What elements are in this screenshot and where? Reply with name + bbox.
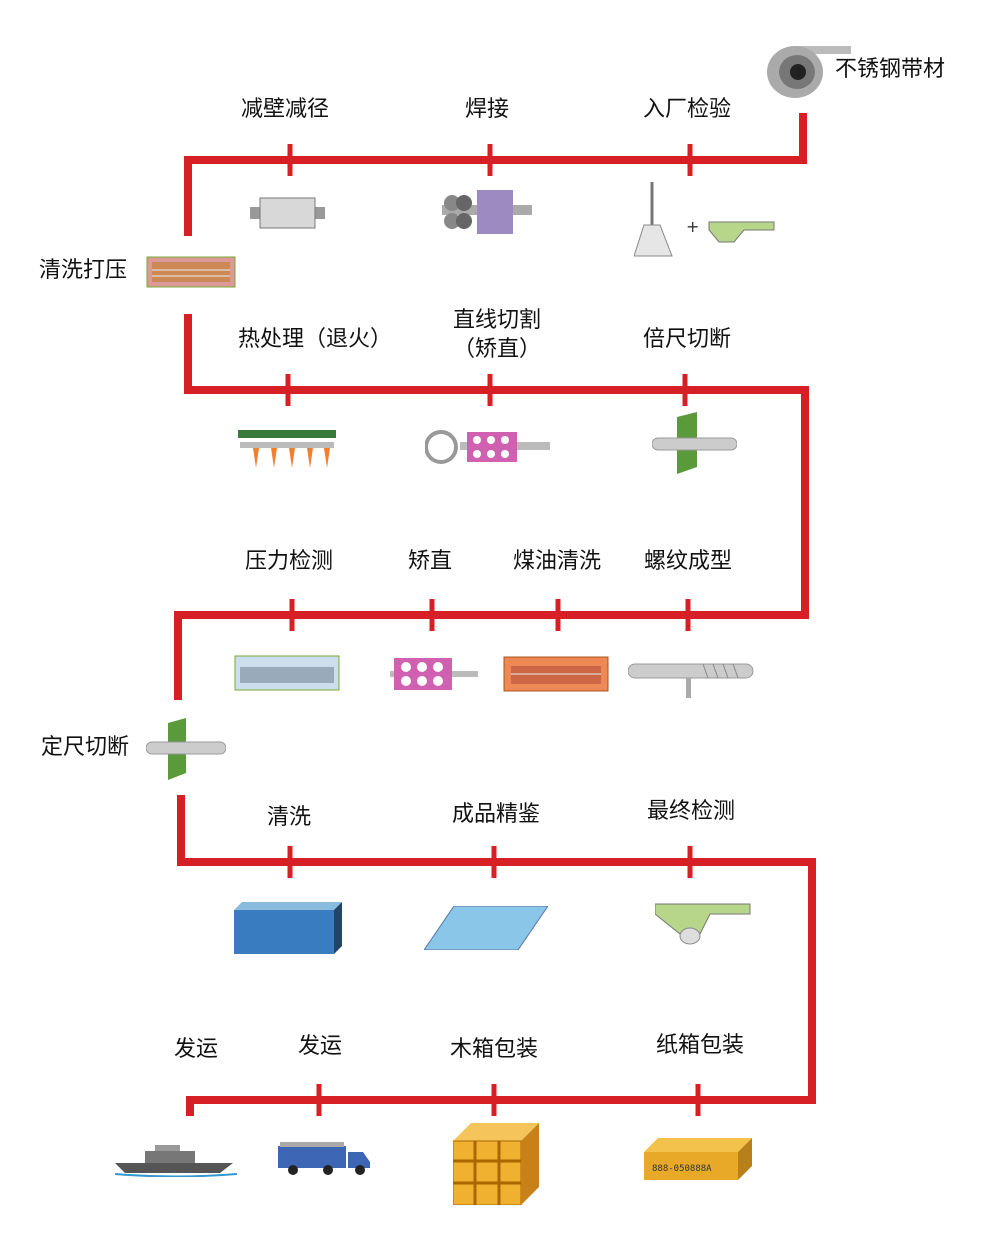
annealing-furnace-icon: [238, 430, 336, 468]
final-gauge-icon: [655, 903, 751, 945]
inspection-plate-icon: [424, 906, 548, 950]
label-wall-reduce: 减壁减径: [240, 97, 330, 122]
label-fixed-cut: 定尺切断: [40, 735, 130, 760]
label-carton-pack: 纸箱包装: [655, 1033, 745, 1058]
label-wood-pack: 木箱包装: [449, 1037, 539, 1062]
flow-line-segment: [184, 113, 807, 236]
cleaning-tank-icon: [234, 902, 342, 954]
label-ship-truck: 发运: [297, 1034, 343, 1059]
label-thread-forming: 螺纹成型: [643, 549, 733, 574]
carton-box-icon: 888-050888A: [644, 1138, 752, 1180]
pressure-tank-icon: [146, 256, 236, 288]
label-kerosene-clean: 煤油清洗: [512, 549, 602, 574]
svg-text:+: +: [686, 217, 699, 236]
label-clean: 清洗: [266, 805, 312, 830]
straightening-cutter-icon: [425, 430, 550, 464]
threaded-pipe-icon: [628, 663, 754, 698]
cut-blade-icon: [652, 412, 737, 474]
flow-line-segment: [174, 314, 809, 700]
reducing-die-icon: [250, 197, 325, 229]
label-final-inspect: 最终检测: [646, 799, 736, 824]
carton-marking: 888-050888A: [652, 1164, 712, 1174]
truck-icon: [278, 1142, 370, 1175]
wooden-crate-icon: [453, 1123, 539, 1205]
label-welding: 焊接: [464, 97, 510, 122]
inspection-flask-icon: +: [634, 182, 775, 257]
pressure-test-tank-icon: [234, 655, 340, 691]
label-pressure-test: 压力检测: [244, 549, 334, 574]
welding-machine-icon: [442, 190, 532, 234]
straightener-icon: [390, 658, 478, 690]
flow-line-segment: [177, 795, 816, 1116]
label-straight-cut: 直线切割: [452, 308, 542, 333]
label-straight-cut-sub: （矫直）: [452, 337, 542, 362]
label-heat-treatment: 热处理（退火）: [237, 327, 393, 352]
fixed-cut-blade-icon: [146, 718, 226, 780]
steel-coil-icon: [767, 46, 851, 98]
label-start: 不锈钢带材: [835, 57, 946, 82]
label-clean-pressure: 清洗打压: [38, 258, 128, 283]
label-ship-sea: 发运: [173, 1037, 219, 1062]
ship-icon: [115, 1145, 237, 1177]
label-straighten: 矫直: [407, 549, 453, 574]
kerosene-tank-icon: [503, 656, 609, 692]
label-finished-inspect: 成品精鉴: [451, 802, 541, 827]
label-incoming-inspection: 入厂检验: [642, 97, 732, 122]
label-multiple-cut: 倍尺切断: [642, 327, 732, 352]
